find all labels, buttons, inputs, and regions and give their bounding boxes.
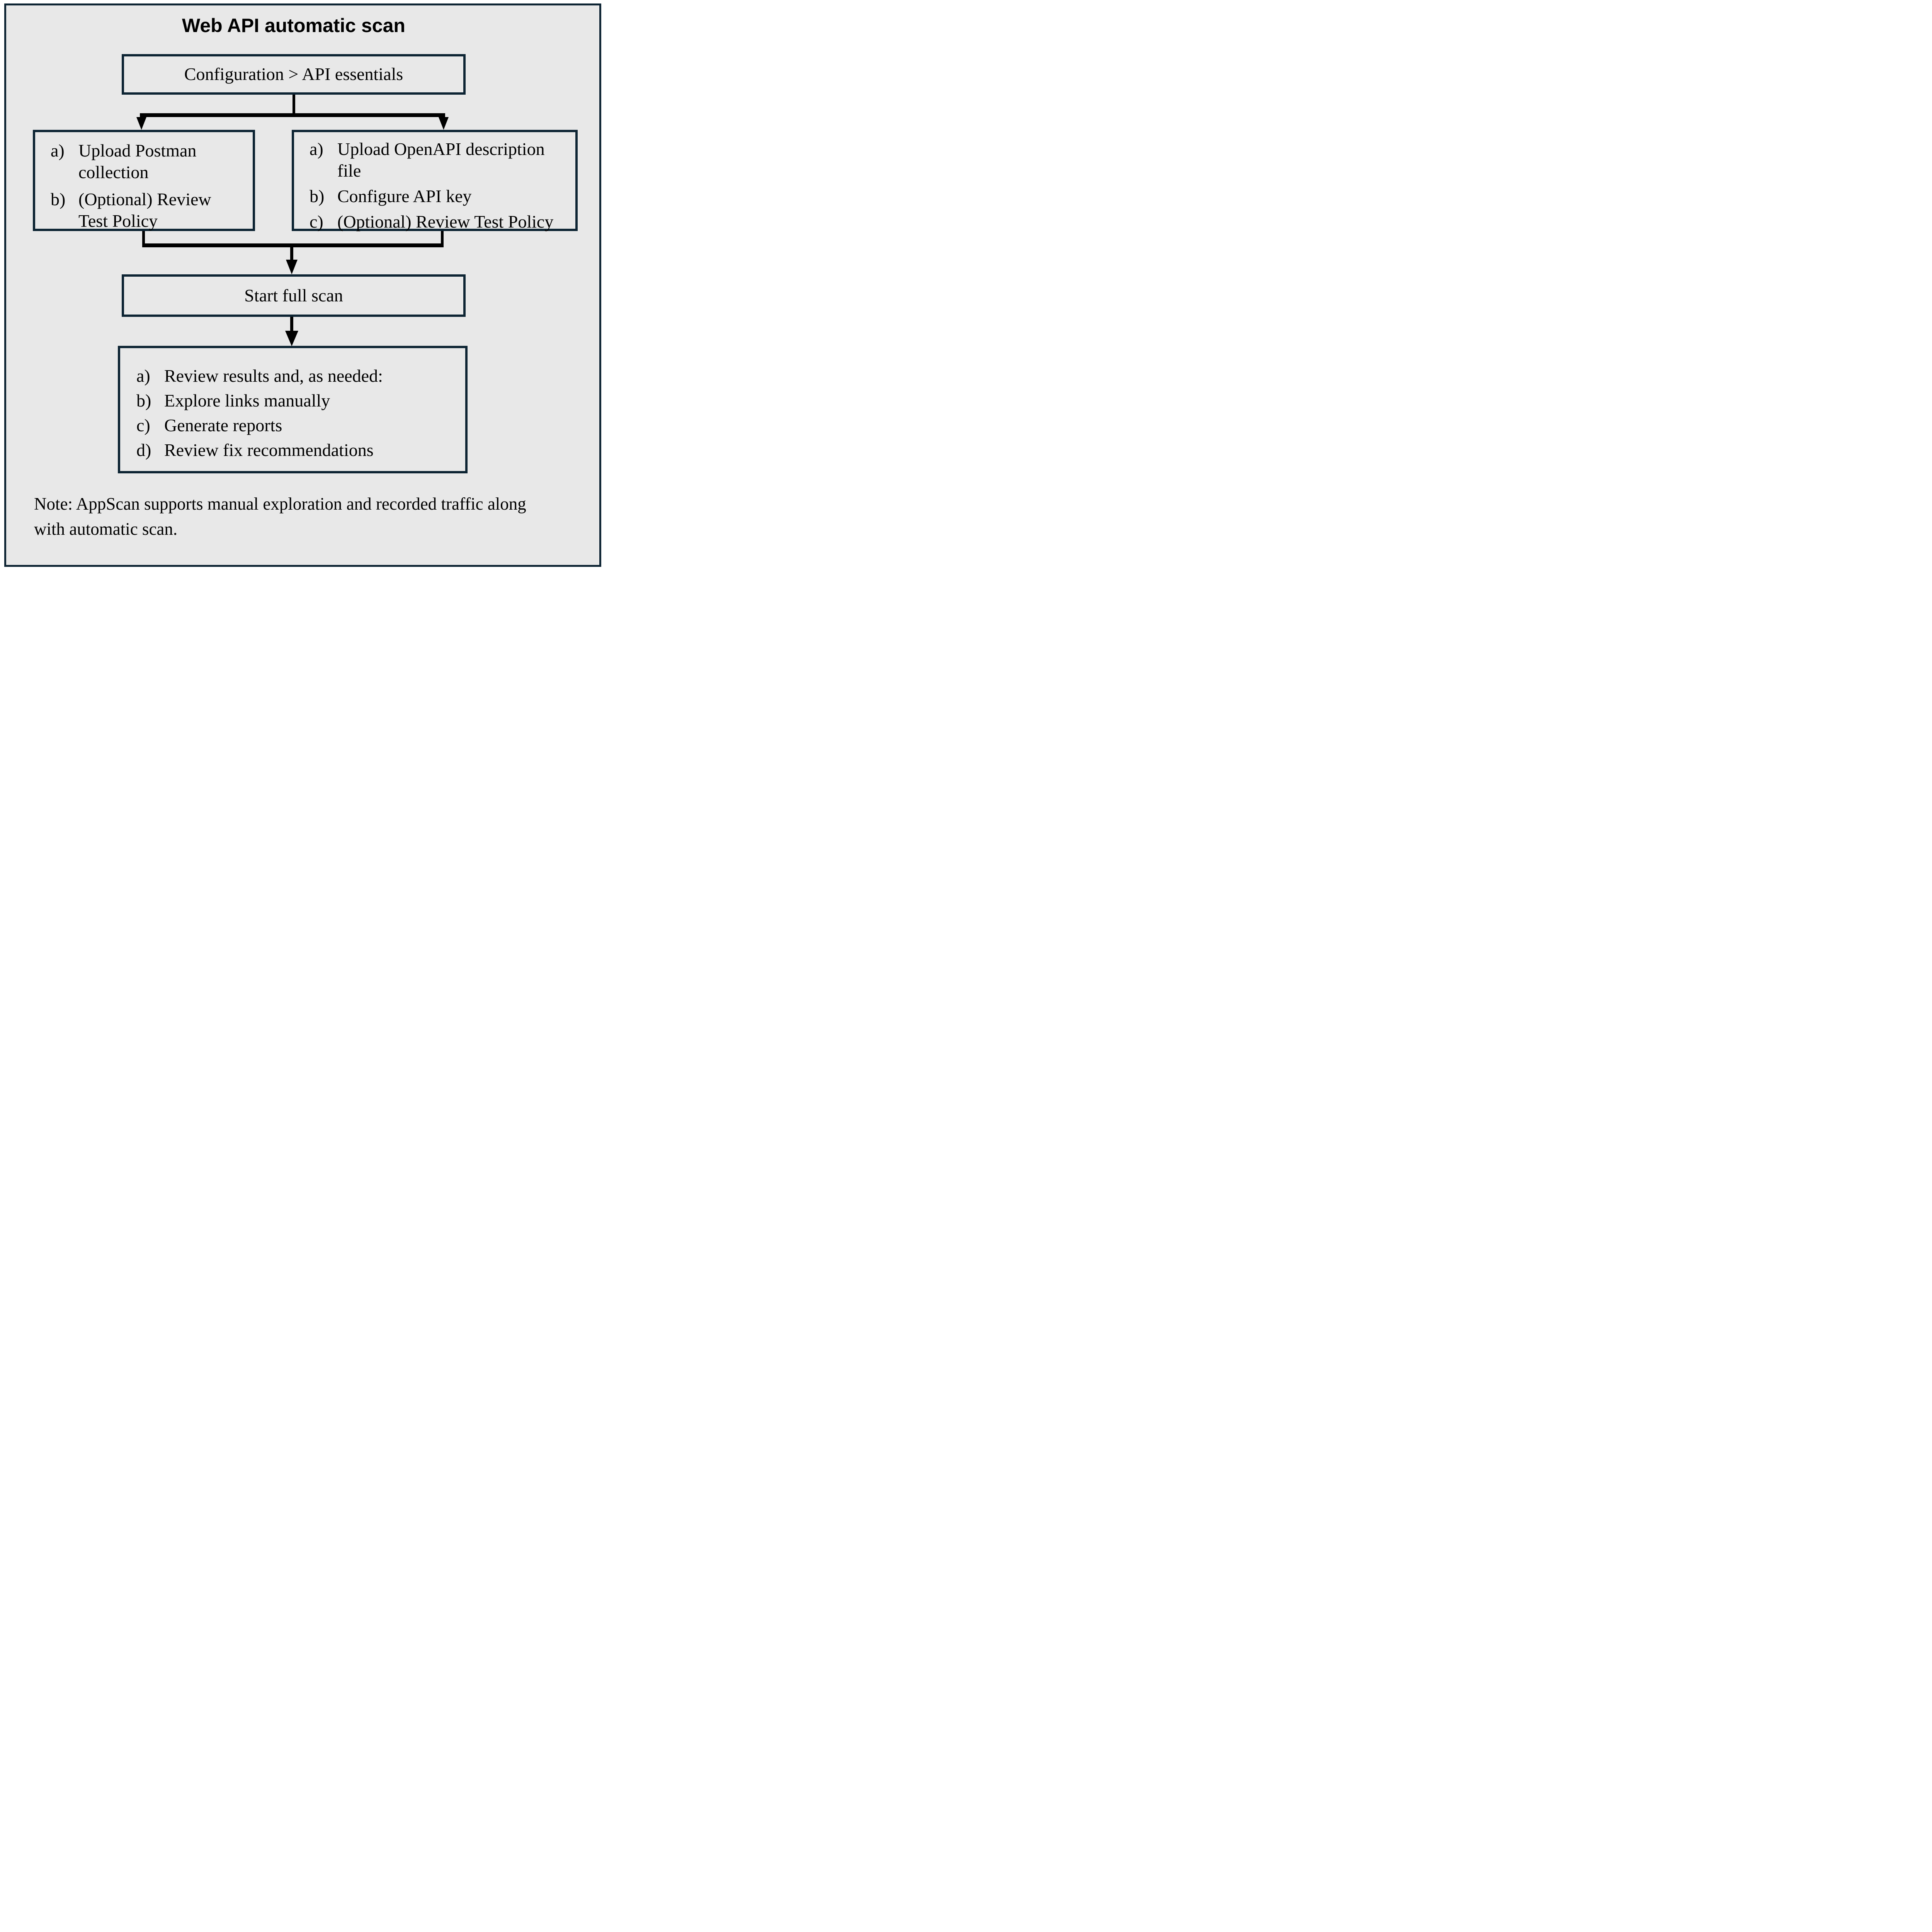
list-item: d) Review fix recommendations — [136, 439, 461, 461]
list-item: a) Upload OpenAPI description file — [310, 138, 571, 182]
list-item: a) Upload Postman collection — [51, 140, 249, 183]
list-item-marker: a) — [310, 139, 323, 159]
openapi-option-box: a) Upload OpenAPI description file b) Co… — [292, 130, 578, 231]
connector-merge-left-stem — [142, 231, 145, 247]
list-item-text: Upload Postman collection — [78, 141, 197, 182]
arrowhead-down-results-icon — [285, 331, 298, 346]
list-item-marker: b) — [136, 391, 151, 411]
footnote: Note: AppScan supports manual exploratio… — [34, 494, 526, 539]
list-item: a) Review results and, as needed: — [136, 365, 461, 387]
list-item-text: (Optional) Review Test Policy — [78, 189, 211, 231]
list-item-marker: c) — [136, 415, 150, 435]
list-item: c) (Optional) Review Test Policy — [310, 211, 571, 233]
openapi-option-list: a) Upload OpenAPI description file b) Co… — [294, 132, 575, 233]
config-box: Configuration > API essentials — [122, 54, 466, 95]
connector-scan-stem — [290, 317, 293, 332]
list-item-text: Generate reports — [164, 415, 282, 435]
list-item-marker: b) — [310, 186, 325, 206]
list-item-marker: b) — [51, 189, 66, 209]
list-item-text: (Optional) Review Test Policy — [337, 212, 554, 232]
list-item-marker: a) — [136, 366, 150, 386]
list-item: b) (Optional) Review Test Policy — [51, 189, 249, 232]
results-list: a) Review results and, as needed: b) Exp… — [120, 348, 465, 461]
list-item-marker: c) — [310, 212, 323, 232]
list-item-text: Upload OpenAPI description file — [337, 139, 545, 181]
connector-merge-center-stem — [290, 247, 293, 260]
arrowhead-down-right-icon — [439, 117, 449, 130]
list-item-text: Review results and, as needed: — [164, 366, 383, 386]
list-item: c) Generate reports — [136, 415, 461, 436]
arrowhead-down-center-icon — [286, 260, 298, 274]
list-item-text: Review fix recommendations — [164, 440, 374, 460]
connector-merge-right-stem — [441, 231, 444, 247]
config-box-label: Configuration > API essentials — [184, 64, 403, 84]
start-scan-box: Start full scan — [122, 274, 466, 317]
list-item: b) Configure API key — [310, 185, 571, 207]
start-scan-label: Start full scan — [244, 285, 343, 305]
flowchart-page: Web API automatic scan Configuration > A… — [0, 0, 607, 570]
connector-split-bar — [140, 113, 445, 117]
results-box: a) Review results and, as needed: b) Exp… — [118, 346, 468, 473]
list-item: b) Explore links manually — [136, 390, 461, 412]
list-item-text: Configure API key — [337, 186, 472, 206]
postman-option-list: a) Upload Postman collection b) (Optiona… — [35, 132, 253, 232]
list-item-text: Explore links manually — [164, 391, 330, 411]
list-item-marker: d) — [136, 440, 151, 460]
postman-option-box: a) Upload Postman collection b) (Optiona… — [33, 130, 255, 231]
list-item-marker: a) — [51, 141, 65, 160]
diagram-title: Web API automatic scan — [182, 15, 405, 36]
connector-config-stem — [293, 95, 295, 114]
connector-merge-bar — [142, 243, 444, 247]
arrowhead-down-left-icon — [136, 117, 146, 130]
